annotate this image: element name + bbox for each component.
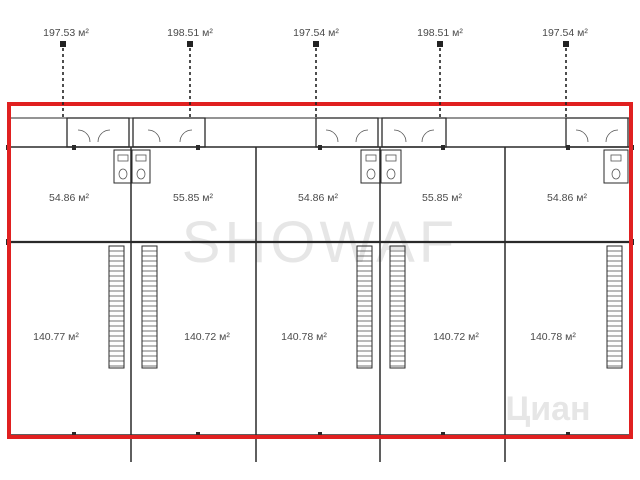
unit-total-area: 198.51 м² xyxy=(417,27,463,39)
mezzanine-area: 55.85 м² xyxy=(422,192,462,204)
staircase xyxy=(389,245,406,369)
ground-area: 140.72 м² xyxy=(433,331,479,343)
entry-vestibules xyxy=(66,117,629,148)
staircase xyxy=(108,245,125,369)
ground-area: 140.77 м² xyxy=(33,331,79,343)
ground-area: 140.72 м² xyxy=(184,331,230,343)
ground-area: 140.78 м² xyxy=(530,331,576,343)
unit-total-labels: 197.53 м² 198.51 м² 197.54 м² 198.51 м² … xyxy=(43,27,588,39)
unit-total-area: 197.54 м² xyxy=(293,27,339,39)
unit-total-area: 197.53 м² xyxy=(43,27,89,39)
toilet-icons xyxy=(117,154,622,180)
mezzanine-area: 54.86 м² xyxy=(49,192,89,204)
unit-total-area: 197.54 м² xyxy=(542,27,588,39)
door-swings xyxy=(77,129,619,143)
unit-total-area: 198.51 м² xyxy=(167,27,213,39)
leader-anchors xyxy=(60,41,569,47)
watermark-corner: Циан xyxy=(505,390,590,428)
leader-lines xyxy=(62,42,567,118)
mezzanine-area: 54.86 м² xyxy=(298,192,338,204)
mezzanine-area: 54.86 м² xyxy=(547,192,587,204)
staircases xyxy=(108,245,623,369)
staircase xyxy=(141,245,158,369)
staircase xyxy=(356,245,373,369)
mezzanine-area-labels: 54.86 м² 55.85 м² 54.86 м² 55.85 м² 54.8… xyxy=(49,192,587,204)
bathroom-blocks xyxy=(113,149,629,184)
mezzanine-area: 55.85 м² xyxy=(173,192,213,204)
staircase xyxy=(606,245,623,369)
ground-area: 140.78 м² xyxy=(281,331,327,343)
selection-highlight xyxy=(7,102,633,439)
ground-area-labels: 140.77 м² 140.72 м² 140.78 м² 140.72 м² … xyxy=(33,331,576,343)
